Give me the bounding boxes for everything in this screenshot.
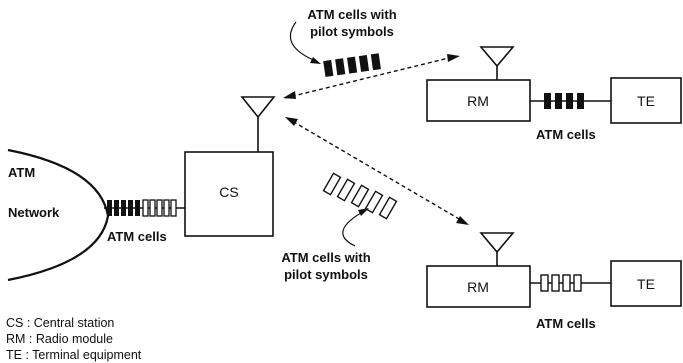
top-rm-antenna-icon — [479, 46, 515, 68]
upper-link-label-line1: ATM cells with — [307, 7, 396, 22]
atm-cell-empty — [364, 190, 384, 214]
atm-cell-filled — [566, 93, 573, 109]
atm-cell-filled — [555, 93, 562, 109]
network-label-line2: Network — [8, 205, 60, 220]
bottom-terminal-cells-label: ATM cells — [536, 316, 596, 331]
atm-cell-empty — [551, 274, 560, 292]
top-terminal-equipment-box — [610, 77, 682, 124]
upper-link-label-line2: pilot symbols — [310, 24, 394, 39]
atm-cell-empty — [149, 199, 156, 217]
atm-cell-empty — [573, 274, 582, 292]
bottom-radio-module-box — [426, 265, 531, 308]
lower-callout-arrowhead — [358, 208, 369, 216]
atm-cell-filled — [128, 200, 133, 216]
lower-arrowhead-cs — [285, 117, 298, 126]
upper-arrowhead-cs — [283, 91, 296, 99]
upper-radio-link-arrow — [284, 55, 458, 99]
atm-cell-filled — [114, 200, 119, 216]
atm-cell-empty — [170, 199, 177, 217]
network-label-line1: ATM — [8, 165, 35, 180]
atm-cell-filled — [335, 58, 346, 76]
atm-cell-empty — [142, 199, 149, 217]
atm-cell-filled — [121, 200, 126, 216]
atm-cell-filled — [107, 200, 112, 216]
top-rm-label: RM — [467, 93, 489, 109]
atm-cell-filled — [323, 59, 334, 77]
legend: CS : Central station RM : Radio module T… — [6, 316, 142, 362]
bottom-te-label: TE — [637, 276, 655, 292]
top-terminal-cells-label: ATM cells — [536, 127, 596, 142]
central-station-box — [184, 151, 274, 237]
legend-item: CS : Central station — [6, 316, 114, 330]
atm-cell-empty — [156, 199, 163, 217]
upper-pilot-cell-stream — [323, 53, 381, 77]
bottom-terminal-equipment-box — [610, 260, 682, 307]
atm-cell-empty — [378, 196, 398, 220]
lower-link-label-line2: pilot symbols — [284, 267, 368, 282]
atm-cell-filled — [577, 93, 584, 109]
lower-arrowhead-rm — [456, 216, 469, 225]
lower-callout-line — [342, 209, 367, 247]
atm-cell-empty — [562, 274, 571, 292]
upper-arrowhead-rm — [447, 54, 460, 62]
atm-cell-empty — [336, 178, 356, 202]
cs-antenna-icon — [240, 96, 276, 119]
top-terminal-cell-stream — [544, 93, 584, 109]
cs-cell-stream — [107, 199, 177, 217]
atm-cell-filled — [544, 93, 551, 109]
lower-pilot-cell-stream — [322, 172, 398, 220]
upper-callout-arrowhead — [310, 57, 321, 64]
atm-cell-filled — [347, 56, 358, 74]
atm-cell-empty — [350, 184, 370, 208]
legend-item: TE : Terminal equipment — [6, 348, 142, 362]
atm-cell-filled — [135, 200, 140, 216]
bottom-rm-label: RM — [467, 279, 489, 295]
bottom-terminal-cell-stream — [540, 274, 582, 292]
legend-item: RM : Radio module — [6, 332, 113, 346]
lower-radio-link-arrow — [286, 117, 467, 224]
bottom-rm-antenna-icon — [479, 232, 515, 254]
top-radio-module-box — [426, 79, 531, 122]
atm-cell-empty — [540, 274, 549, 292]
cs-cells-label: ATM cells — [107, 229, 167, 244]
central-station-label: CS — [219, 184, 238, 200]
atm-cell-filled — [370, 53, 381, 71]
atm-cell-empty — [322, 172, 342, 196]
lower-link-label-line1: ATM cells with — [281, 250, 370, 265]
atm-cell-empty — [163, 199, 170, 217]
atm-cell-filled — [358, 54, 370, 72]
top-te-label: TE — [637, 93, 655, 109]
